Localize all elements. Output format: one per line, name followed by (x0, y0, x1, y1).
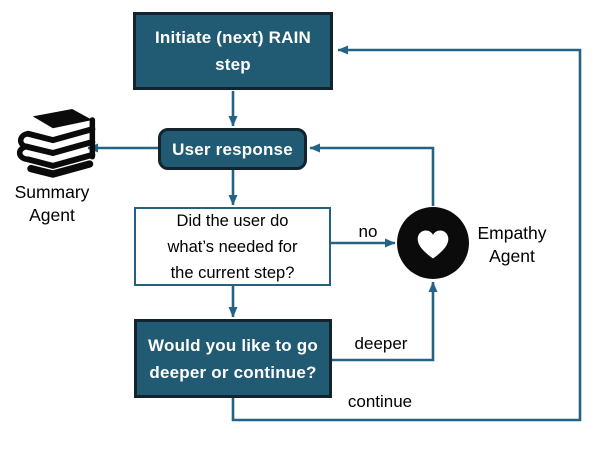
edge-deeper-to-empathy-agent (332, 281, 438, 362)
node-user-response-label: User response (172, 139, 293, 159)
empathy-agent-node (397, 207, 469, 279)
empathy-agent-line-2: Agent (489, 246, 535, 266)
node-question-line-3: the current step? (170, 263, 295, 282)
edge-label-deeper: deeper (354, 334, 408, 353)
node-deeper-or-continue: Would you like to go deeper or continue? (134, 319, 332, 398)
node-initiate-rain-step: Initiate (next) RAIN step (133, 12, 333, 90)
empathy-agent-label: Empathy Agent (462, 222, 562, 268)
books-icon (16, 109, 96, 178)
node-question-line-2: what’s needed for (167, 237, 298, 256)
empathy-agent-line-1: Empathy (477, 223, 547, 243)
summary-agent-label: Summary Agent (0, 181, 104, 227)
node-initiate-line-1: Initiate (next) RAIN (154, 28, 312, 47)
edge-label-continue: continue (347, 392, 413, 411)
edge-continue-to-initiate (231, 45, 582, 422)
node-user-response: User response (158, 128, 307, 170)
node-deeper-line-1: Would you like to go (148, 335, 318, 355)
node-question: Did the user do what’s needed for the cu… (134, 207, 331, 286)
heart-icon (417, 230, 449, 259)
node-question-line-1: Did the user do (176, 211, 289, 230)
node-initiate-line-2: step (215, 55, 251, 74)
edge-empathy-agent-to-user-response (309, 143, 435, 206)
summary-agent-line-1: Summary (14, 182, 90, 202)
node-deeper-line-2: deeper or continue? (149, 362, 317, 382)
edge-label-no: no (358, 222, 378, 241)
summary-agent-line-2: Agent (29, 205, 75, 225)
